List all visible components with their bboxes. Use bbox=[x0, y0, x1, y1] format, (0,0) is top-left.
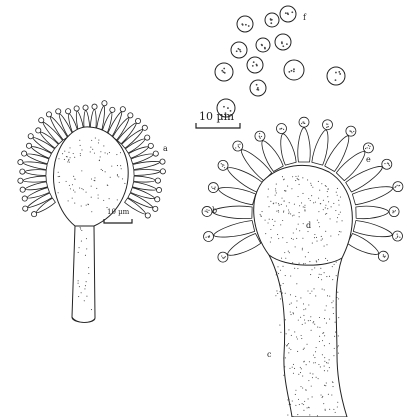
stalk-a bbox=[72, 226, 95, 322]
spore bbox=[231, 42, 247, 58]
phialide bbox=[20, 169, 46, 175]
label-b: b bbox=[212, 206, 217, 215]
phialide bbox=[356, 206, 399, 218]
conidiophore-main bbox=[202, 117, 403, 417]
phialide bbox=[134, 176, 161, 183]
spore bbox=[256, 38, 270, 52]
spore bbox=[284, 60, 304, 80]
spore-cluster bbox=[215, 6, 345, 117]
label-d: d bbox=[306, 221, 311, 230]
spore bbox=[275, 34, 291, 50]
label-c: c bbox=[267, 350, 272, 359]
label-f: f bbox=[303, 13, 307, 22]
stalk-main bbox=[269, 255, 347, 417]
conidiophore-a bbox=[18, 101, 166, 323]
scale-label-large: 10 µm bbox=[199, 110, 235, 123]
spore bbox=[250, 80, 266, 96]
label-e: e bbox=[366, 155, 371, 164]
phialide bbox=[218, 233, 261, 262]
spore bbox=[247, 57, 263, 73]
spore bbox=[327, 67, 345, 85]
spore bbox=[280, 6, 296, 22]
scale-label-small: 10 µm bbox=[107, 208, 130, 216]
phialide bbox=[298, 117, 310, 162]
phialide bbox=[134, 169, 166, 176]
vesicle-main bbox=[254, 165, 353, 265]
spore bbox=[237, 16, 253, 32]
spore bbox=[265, 13, 279, 27]
spore bbox=[215, 63, 233, 81]
phialide bbox=[347, 233, 388, 261]
scale-bar-large bbox=[196, 123, 240, 128]
label-a: a bbox=[163, 144, 168, 153]
phialide bbox=[202, 206, 252, 218]
scale-bar-small bbox=[104, 219, 132, 223]
